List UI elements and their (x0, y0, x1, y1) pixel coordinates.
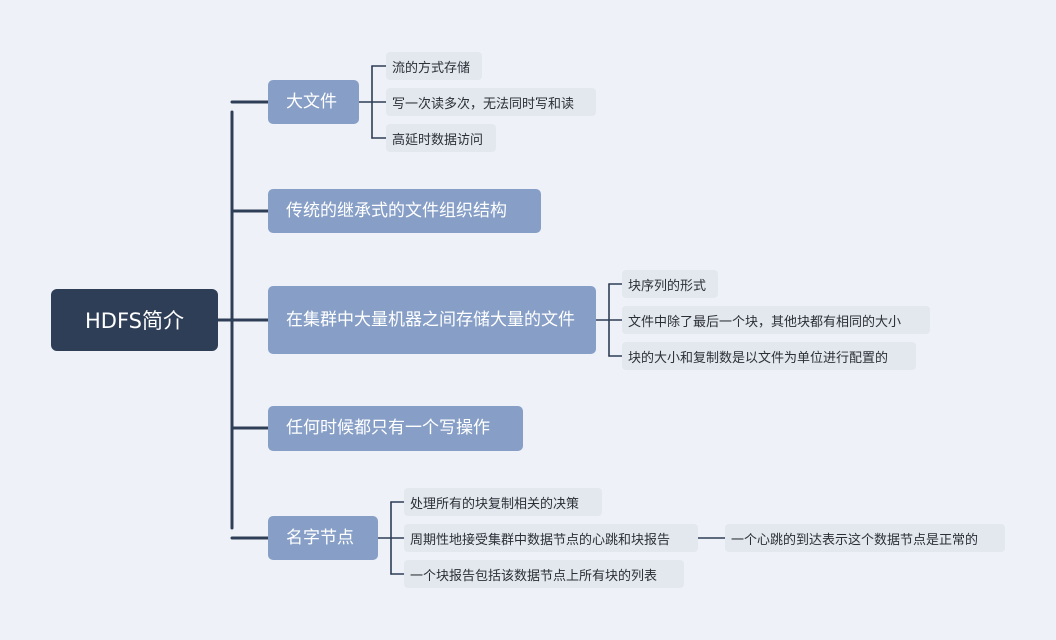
branch-distributed-storage[interactable]: 在集群中大量机器之间存储大量的文件 (268, 286, 596, 354)
leaf-label: 高延时数据访问 (392, 132, 484, 148)
leaf-high-latency[interactable]: 高延时数据访问 (386, 124, 496, 152)
branch-label: 在集群中大量机器之间存储大量的文件 (286, 309, 575, 330)
leaf-label: 处理所有的块复制相关的决策 (410, 496, 580, 512)
leaf-label: 流的方式存储 (392, 60, 471, 76)
leaf-block-report-content[interactable]: 一个块报告包括该数据节点上所有块的列表 (404, 560, 684, 588)
branch-namenode[interactable]: 名字节点 (268, 516, 378, 560)
leaf-block-config-per-file[interactable]: 块的大小和复制数是以文件为单位进行配置的 (622, 342, 916, 370)
leaf-label: 块序列的形式 (628, 278, 707, 294)
branch-label: 名字节点 (286, 527, 354, 548)
branch-single-writer[interactable]: 任何时候都只有一个写操作 (268, 406, 523, 451)
root-label: HDFS简介 (84, 309, 184, 333)
branch-label: 传统的继承式的文件组织结构 (286, 200, 507, 221)
leaf-label: 文件中除了最后一个块，其他块都有相同的大小 (628, 314, 902, 330)
leaf-label: 块的大小和复制数是以文件为单位进行配置的 (628, 350, 889, 366)
leaf-heartbeat-meaning[interactable]: 一个心跳的到达表示这个数据节点是正常的 (725, 524, 1005, 552)
branch-label: 任何时候都只有一个写操作 (286, 418, 490, 438)
branch-hierarchical-structure[interactable]: 传统的继承式的文件组织结构 (268, 189, 541, 233)
leaf-label: 一个块报告包括该数据节点上所有块的列表 (410, 568, 658, 584)
leaf-label: 周期性地接受集群中数据节点的心跳和块报告 (410, 532, 671, 548)
leaf-replication-decisions[interactable]: 处理所有的块复制相关的决策 (404, 488, 602, 516)
leaf-block-sequence[interactable]: 块序列的形式 (622, 270, 718, 298)
leaf-label: 一个心跳的到达表示这个数据节点是正常的 (731, 532, 979, 548)
leaf-stream-storage[interactable]: 流的方式存储 (386, 52, 482, 80)
root-node[interactable]: HDFS简介 (51, 289, 218, 351)
branch-label: 大文件 (286, 91, 337, 112)
branch-large-files[interactable]: 大文件 (268, 80, 359, 124)
leaf-heartbeat-block-report[interactable]: 周期性地接受集群中数据节点的心跳和块报告 (404, 524, 698, 552)
leaf-same-block-size[interactable]: 文件中除了最后一个块，其他块都有相同的大小 (622, 306, 930, 334)
leaf-write-once-read-many[interactable]: 写一次读多次，无法同时写和读 (386, 88, 596, 116)
leaf-label: 写一次读多次，无法同时写和读 (392, 96, 575, 112)
